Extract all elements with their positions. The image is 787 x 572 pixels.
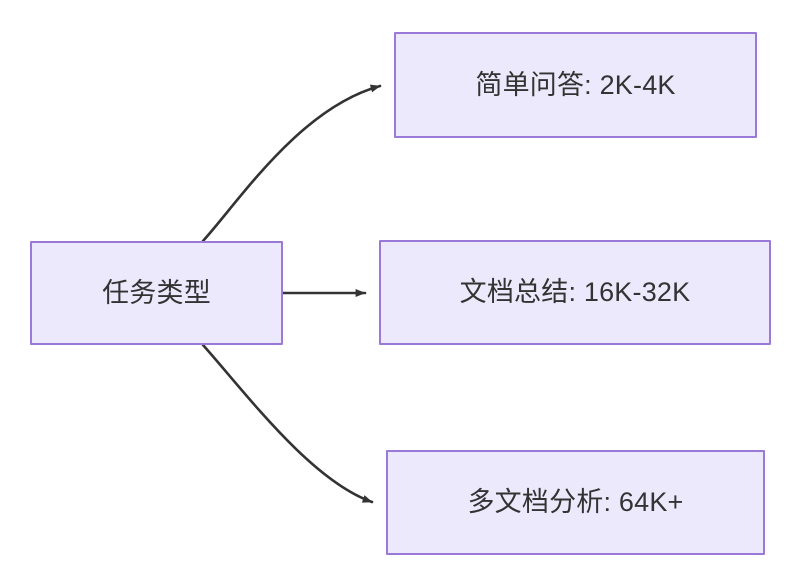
node-doc-summary-label: 文档总结: 16K-32K: [459, 277, 691, 308]
node-task-type[interactable]: 任务类型: [30, 241, 283, 345]
node-multi-doc-label: 多文档分析: 64K+: [467, 487, 684, 518]
node-task-type-label: 任务类型: [102, 277, 211, 308]
edge-source-to-multi-doc: [201, 343, 374, 504]
node-simple-qa[interactable]: 简单问答: 2K-4K: [394, 32, 757, 138]
node-simple-qa-label: 简单问答: 2K-4K: [475, 69, 676, 100]
node-doc-summary[interactable]: 文档总结: 16K-32K: [379, 240, 771, 345]
edge-source-to-simple-qa: [201, 84, 382, 243]
node-multi-doc[interactable]: 多文档分析: 64K+: [386, 450, 765, 555]
